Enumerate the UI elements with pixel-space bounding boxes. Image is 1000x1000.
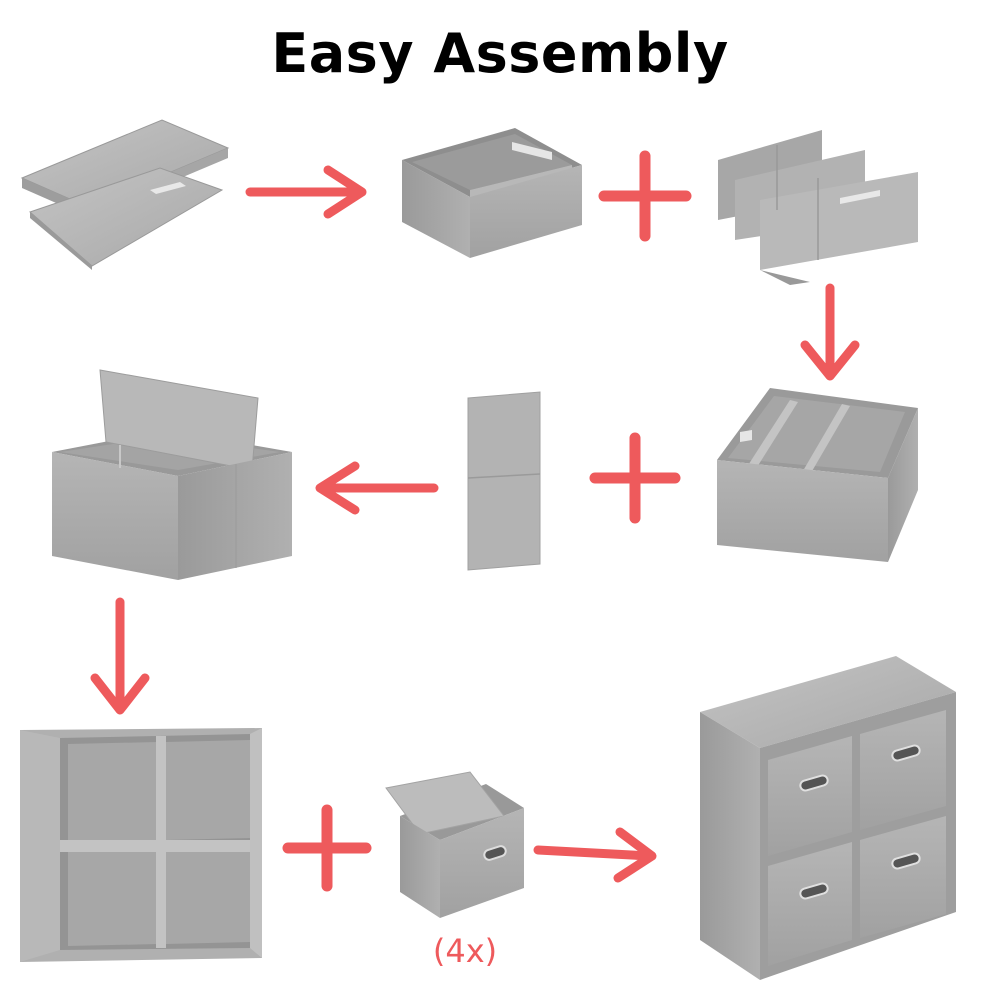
folded-panels-image xyxy=(20,119,230,270)
arrow-right-icon xyxy=(245,165,367,219)
arrow-right-icon xyxy=(533,827,657,883)
arrow-down-icon xyxy=(90,597,150,715)
page-title: Easy Assembly xyxy=(271,22,729,85)
arrow-left-icon xyxy=(315,461,439,515)
plus-icon xyxy=(282,804,372,892)
cube-shelf-image xyxy=(20,728,262,962)
storage-bin-image xyxy=(385,771,524,918)
open-box-image xyxy=(402,128,582,258)
single-panel-image xyxy=(467,391,541,571)
arrow-down-icon xyxy=(800,283,860,381)
box-with-lid-image xyxy=(52,369,292,580)
plus-icon xyxy=(589,432,681,524)
quantity-label: (4x) xyxy=(432,932,498,970)
box-with-dividers-image xyxy=(717,388,918,562)
assembled-organizer-image xyxy=(700,656,956,980)
plus-icon xyxy=(598,150,692,242)
divider-panels-image xyxy=(718,130,918,285)
